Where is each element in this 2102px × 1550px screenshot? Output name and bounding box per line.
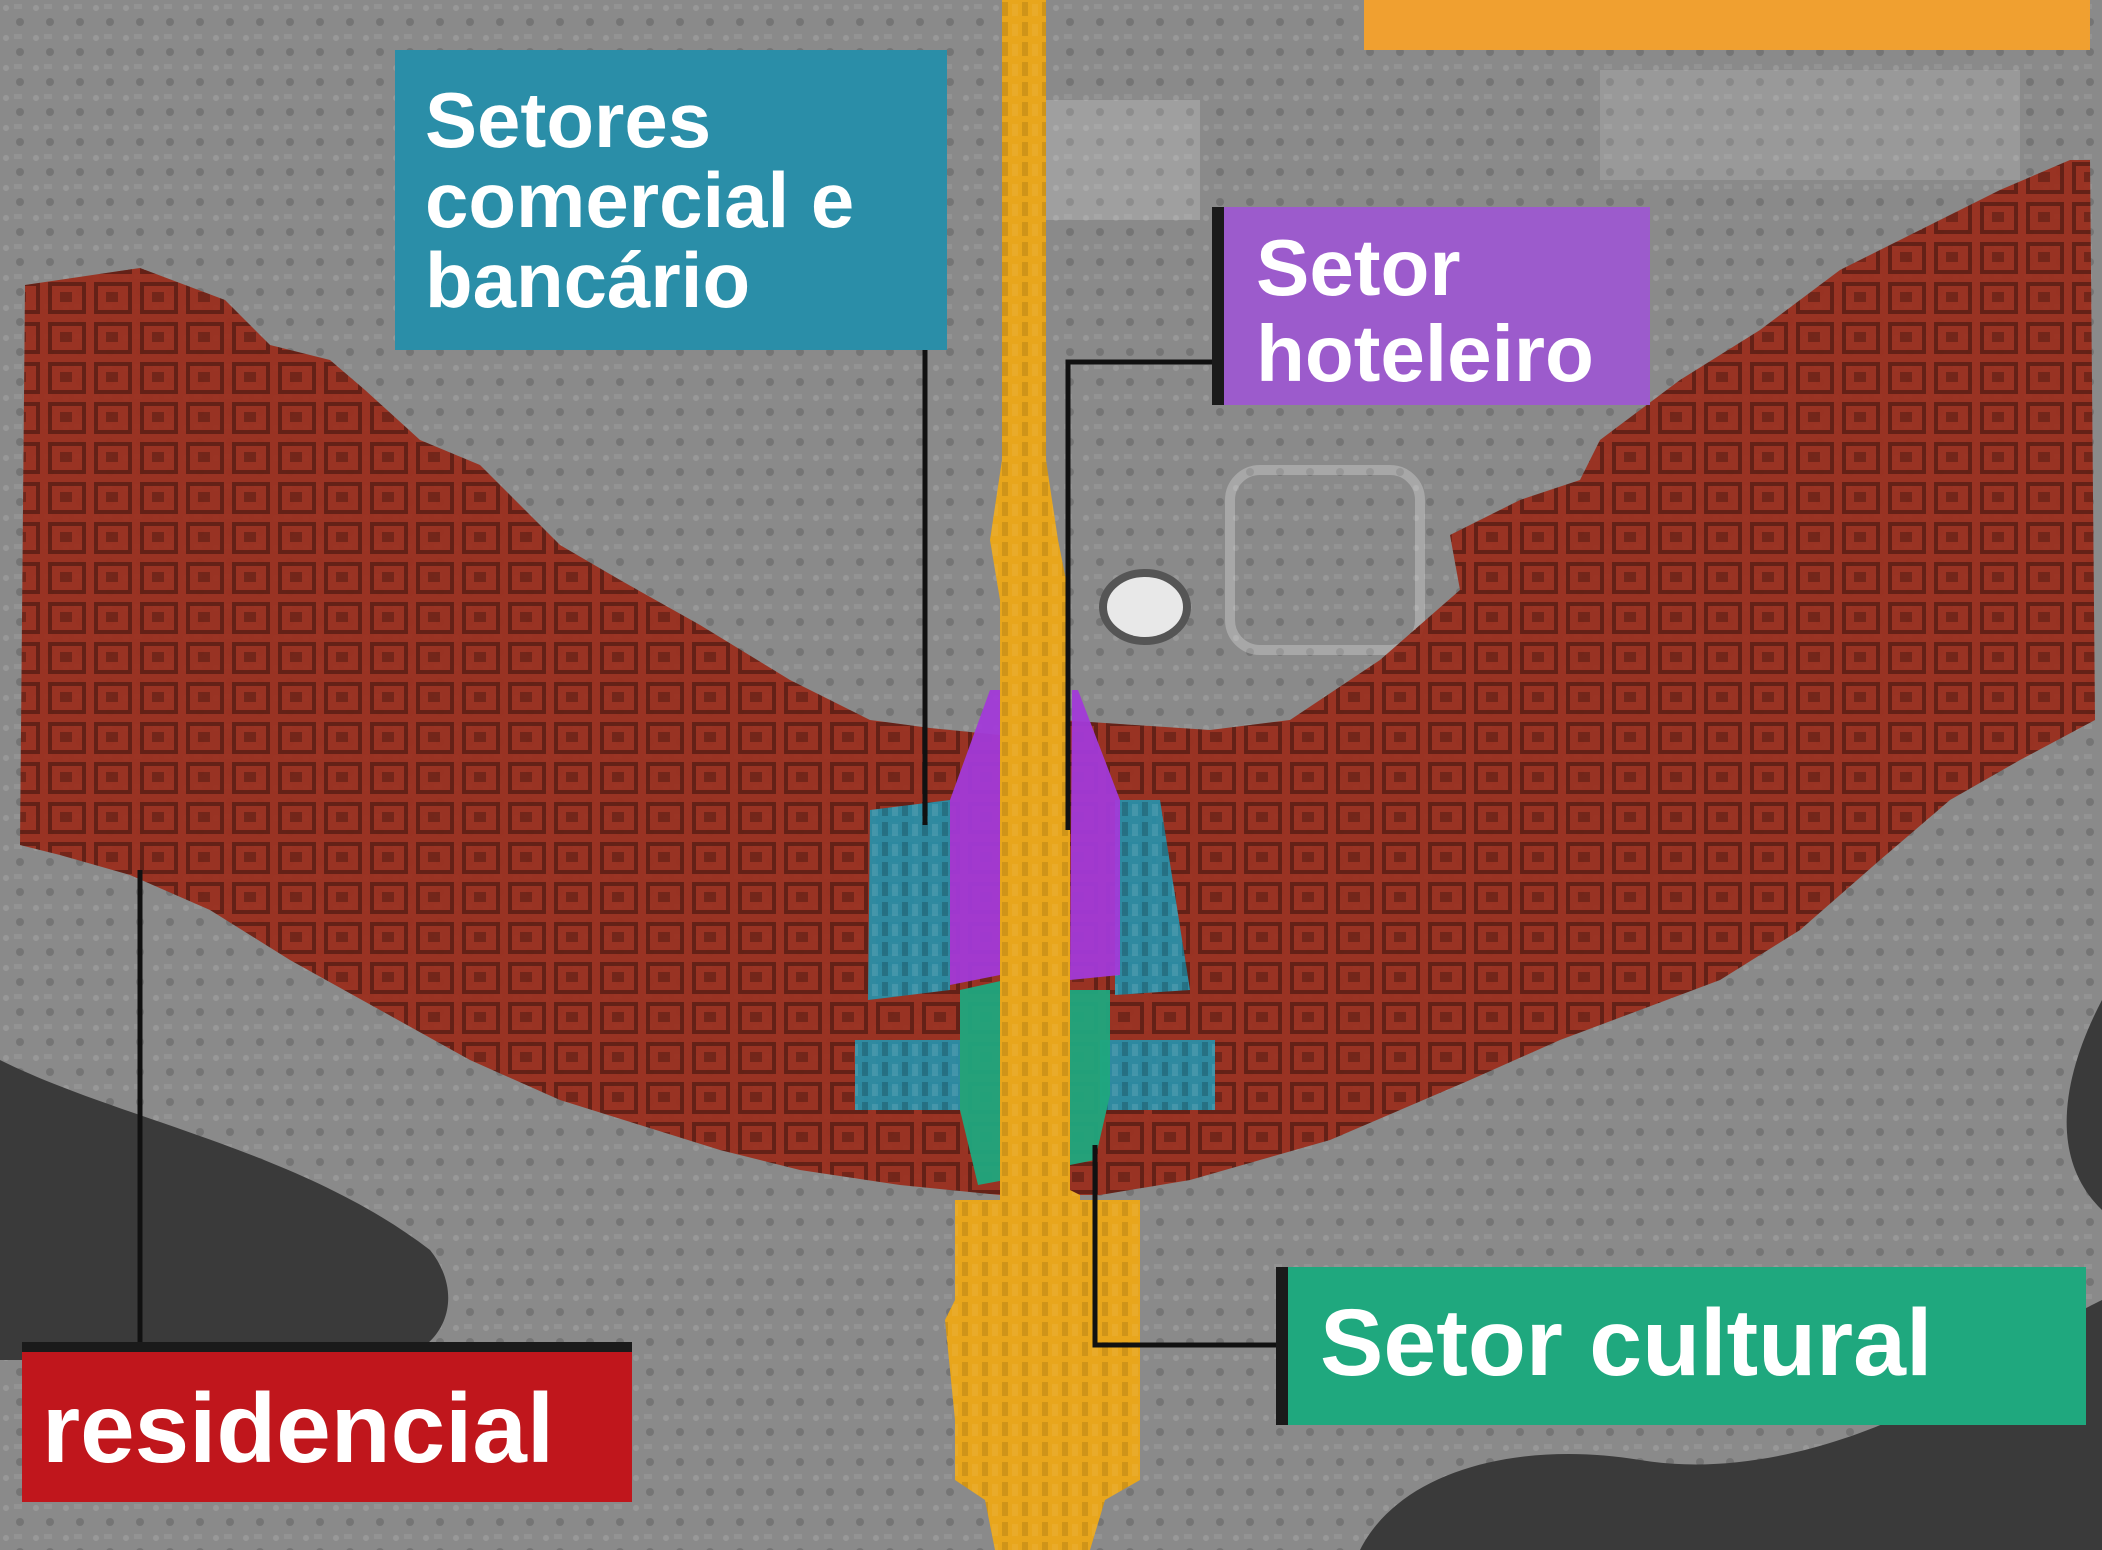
label-hoteleiro-edge bbox=[1212, 207, 1224, 405]
label-cultural-text: Setor cultural bbox=[1320, 1290, 1933, 1396]
label-setor-hoteleiro: Setor hoteleiro bbox=[1212, 207, 1650, 405]
zone-cultural-right bbox=[1065, 990, 1110, 1165]
leader-cultural bbox=[1092, 1145, 1276, 1348]
label-comercial-line-3: bancário bbox=[425, 236, 751, 324]
label-setor-cultural: Setor cultural bbox=[1276, 1267, 2086, 1425]
label-setores-comercial-bancario: Setores comercial e bancário bbox=[395, 50, 947, 350]
stadium bbox=[1099, 569, 1191, 645]
label-comercial-line-2: comercial e bbox=[425, 156, 855, 244]
zone-hoteleiro-right bbox=[1070, 690, 1120, 980]
label-residencial: residencial bbox=[22, 1342, 632, 1502]
label-cultural-edge bbox=[1276, 1267, 1288, 1425]
label-comercial-line-1: Setores bbox=[425, 76, 712, 164]
zone-cultural-left bbox=[960, 980, 1005, 1185]
lake-southeast bbox=[1360, 1300, 2102, 1550]
label-residencial-edge bbox=[22, 1342, 632, 1352]
top-right-bar bbox=[1364, 0, 2090, 50]
label-hoteleiro-line-2: hoteleiro bbox=[1256, 309, 1594, 398]
zone-hoteleiro-left bbox=[950, 690, 1000, 985]
leader-hoteleiro bbox=[1065, 359, 1212, 830]
lake-west bbox=[0, 1060, 449, 1360]
label-hoteleiro-line-1: Setor bbox=[1256, 223, 1461, 312]
lake-east bbox=[2066, 1000, 2102, 1210]
label-residencial-text: residencial bbox=[42, 1373, 555, 1483]
